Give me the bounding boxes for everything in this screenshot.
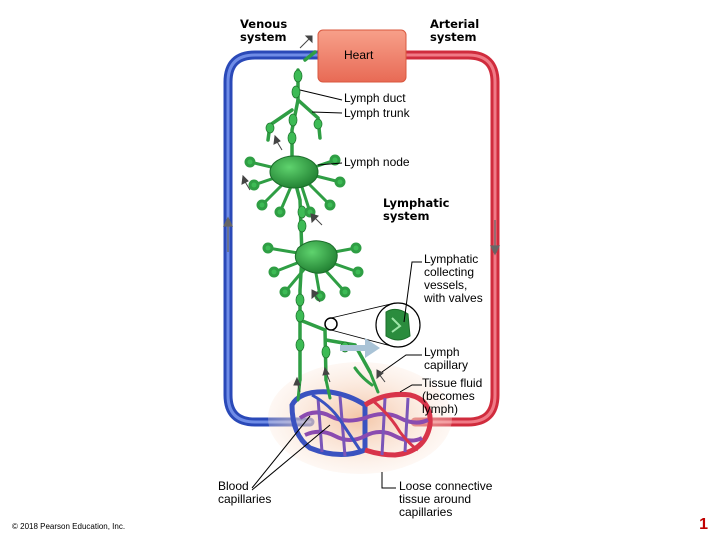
venous-vessel — [223, 50, 323, 427]
leader-lines — [251, 89, 422, 491]
copyright-notice: © 2018 Pearson Education, Inc. — [12, 522, 126, 531]
lymph-duct-label: Lymph duct — [344, 91, 406, 105]
lymph-node-lower — [262, 240, 364, 302]
lymph-node-upper — [244, 154, 346, 218]
valve-magnified — [324, 302, 421, 348]
collecting-vessels-label: Lymphatic collecting vessels, with valve… — [424, 252, 483, 305]
lymph-trunk-label: Lymph trunk — [344, 106, 410, 120]
heart-label: Heart — [344, 48, 374, 62]
lymph-node-label: Lymph node — [344, 155, 410, 169]
lymph-flow-arrows — [241, 35, 386, 393]
tissue-fluid-label: Tissue fluid (becomes lymph) — [422, 376, 483, 416]
fluid-flow-arrow — [340, 338, 380, 358]
venous-system-label: Venous system — [240, 17, 288, 44]
capillary-bed — [289, 389, 433, 458]
lymph-capillary-label: Lymph capillary — [424, 345, 469, 372]
loose-connective-label: Loose connective tissue around capillari… — [399, 479, 493, 519]
blood-capillaries-label: Blood capillaries — [218, 479, 272, 506]
arterial-system-label: Arterial system — [430, 17, 480, 44]
page-number: 1 — [699, 516, 708, 533]
lymph-vessel-valves — [265, 69, 350, 359]
heart-shape — [317, 29, 407, 83]
arterial-flow-arrow — [489, 220, 501, 256]
lymphatic-system-label: Lymphatic system — [383, 196, 450, 223]
venous-flow-arrow — [222, 216, 234, 252]
